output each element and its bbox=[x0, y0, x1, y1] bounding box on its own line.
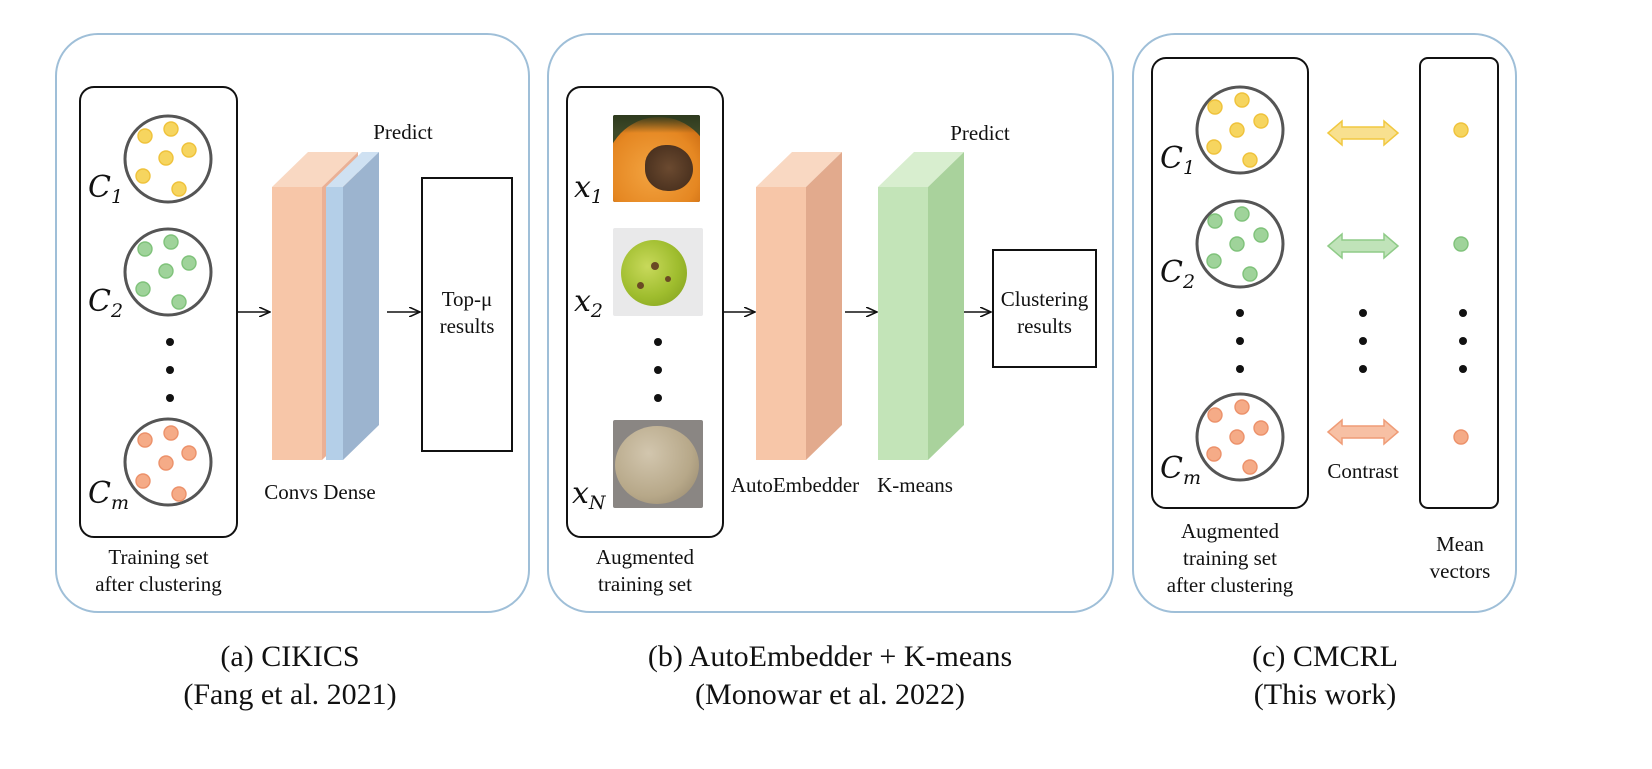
caption-b: (b) AutoEmbedder + K-means (Monowar et a… bbox=[647, 640, 1013, 711]
sample-dot bbox=[1207, 99, 1223, 115]
sample-dot bbox=[1207, 213, 1223, 229]
sample-dot bbox=[181, 255, 197, 271]
predict-label-b: Predict bbox=[950, 121, 1010, 145]
sample-dot bbox=[158, 263, 174, 279]
sample-dot bbox=[1242, 152, 1258, 168]
set-label-c2-a: C2 bbox=[88, 284, 124, 322]
sample-dot bbox=[158, 455, 174, 471]
cluster-circle-cm-c bbox=[1195, 392, 1285, 482]
sample-dot bbox=[1234, 92, 1250, 108]
sample-label-xn: xN bbox=[572, 476, 606, 514]
contrast-label: Contrast bbox=[1327, 459, 1399, 483]
sample-dot bbox=[1229, 429, 1245, 445]
set-label-cm-c: Cm bbox=[1160, 451, 1201, 489]
training-set-label-b: Augmented training set bbox=[596, 545, 694, 596]
sample-image-2 bbox=[613, 228, 703, 316]
cluster-circle-c2-c bbox=[1195, 199, 1285, 289]
sample-dot bbox=[1206, 253, 1222, 269]
sample-dot bbox=[1229, 122, 1245, 138]
sample-dot bbox=[1253, 420, 1269, 436]
clustering-results-box bbox=[992, 249, 1097, 368]
sample-dot bbox=[1234, 206, 1250, 222]
sample-dot bbox=[158, 150, 174, 166]
sample-dot bbox=[1242, 266, 1258, 282]
sample-dot bbox=[137, 128, 153, 144]
sample-image-n bbox=[613, 420, 703, 508]
sample-label-x2: x2 bbox=[574, 284, 604, 322]
training-set-label-a: Training set after clustering bbox=[95, 545, 222, 596]
sample-dot bbox=[1207, 407, 1223, 423]
ellipsis-dots-c-right bbox=[1459, 309, 1467, 373]
set-label-cm-a: Cm bbox=[88, 476, 129, 514]
sample-dot bbox=[1253, 113, 1269, 129]
sample-dot bbox=[1206, 139, 1222, 155]
ellipsis-dots-c-left bbox=[1236, 309, 1244, 373]
top-mu-results-box bbox=[421, 177, 513, 452]
mean-vector-yellow bbox=[1453, 122, 1469, 138]
autoembedder-block bbox=[756, 152, 842, 460]
kmeans-label: K-means bbox=[877, 473, 953, 497]
set-label-c2-c: C2 bbox=[1160, 255, 1196, 293]
contrast-arrow-yellow bbox=[1326, 119, 1400, 147]
caption-c: (c) CMCRL (This work) bbox=[1252, 640, 1398, 711]
sample-dot bbox=[1242, 459, 1258, 475]
sample-dot bbox=[1229, 236, 1245, 252]
caption-a: (a) CIKICS (Fang et al. 2021) bbox=[183, 640, 397, 711]
cluster-circle-c1-a bbox=[123, 114, 213, 204]
sample-dot bbox=[171, 294, 187, 310]
dense-layer-block bbox=[326, 152, 379, 460]
ellipsis-dots-b bbox=[654, 338, 662, 402]
panel-b-frame bbox=[547, 33, 1114, 613]
sample-dot bbox=[181, 142, 197, 158]
sample-dot bbox=[181, 445, 197, 461]
autoembedder-label: AutoEmbedder bbox=[730, 473, 860, 497]
sample-dot bbox=[171, 486, 187, 502]
contrast-arrow-green bbox=[1326, 232, 1400, 260]
sample-dot bbox=[135, 281, 151, 297]
sample-dot bbox=[137, 432, 153, 448]
sample-dot bbox=[1206, 446, 1222, 462]
sample-dot bbox=[1234, 399, 1250, 415]
predict-label-a: Predict bbox=[373, 120, 433, 144]
mean-vectors-box bbox=[1419, 57, 1499, 509]
augmented-clustered-set-box-c bbox=[1151, 57, 1309, 509]
mean-vector-green bbox=[1453, 236, 1469, 252]
ellipsis-dots-a bbox=[166, 338, 174, 402]
sample-dot bbox=[1253, 227, 1269, 243]
panel-a-frame bbox=[55, 33, 530, 613]
sample-image-1 bbox=[613, 115, 700, 202]
sample-dot bbox=[163, 425, 179, 441]
cluster-circle-cm-a bbox=[123, 417, 213, 507]
top-mu-results-label: Top-μ results bbox=[439, 287, 495, 338]
contrast-arrow-orange bbox=[1326, 418, 1400, 446]
sample-dot bbox=[137, 241, 153, 257]
panel-c-frame bbox=[1132, 33, 1517, 613]
sample-dot bbox=[135, 168, 151, 184]
set-label-c1-c: C1 bbox=[1160, 141, 1196, 179]
clustering-results-label: Clustering results bbox=[1000, 287, 1089, 338]
set-label-c1-a: C1 bbox=[88, 170, 124, 208]
mean-vector-orange bbox=[1453, 429, 1469, 445]
sample-dot bbox=[171, 181, 187, 197]
sample-dot bbox=[163, 121, 179, 137]
cluster-circle-c1-c bbox=[1195, 85, 1285, 175]
kmeans-block bbox=[878, 152, 964, 460]
mean-vectors-label: Mean vectors bbox=[1429, 532, 1491, 583]
ellipsis-dots-c-middle bbox=[1359, 309, 1367, 373]
layers-label-a: Convs Dense bbox=[264, 480, 376, 504]
sample-dot bbox=[163, 234, 179, 250]
sample-label-x1: x1 bbox=[574, 170, 604, 208]
cluster-circle-c2-a bbox=[123, 227, 213, 317]
training-set-label-c: Augmented training set after clustering bbox=[1166, 519, 1294, 597]
sample-dot bbox=[135, 473, 151, 489]
